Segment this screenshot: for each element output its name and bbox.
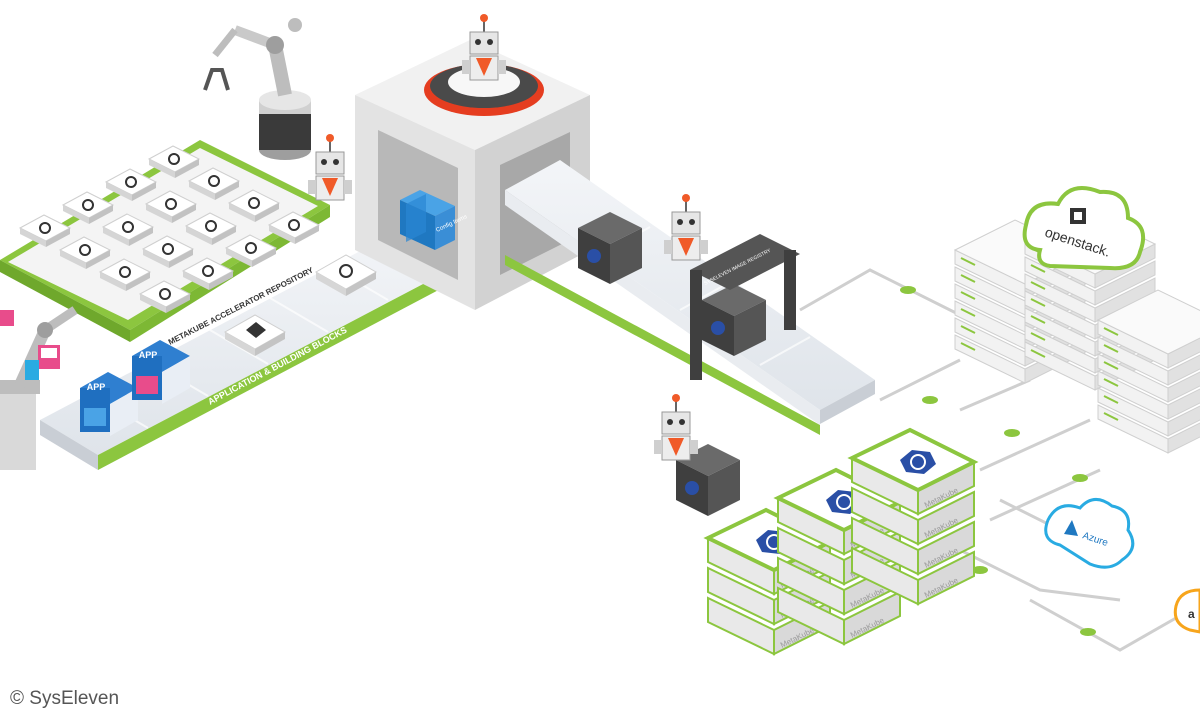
repository-tile	[141, 235, 195, 268]
tile-logo-icon	[168, 153, 180, 165]
aws-cloud-partial: a	[1173, 588, 1200, 634]
tile-logo-icon	[82, 199, 94, 211]
repository-tile	[267, 211, 321, 244]
network-nodes	[900, 286, 1096, 636]
robot	[654, 394, 698, 461]
repository-tile	[224, 234, 278, 267]
repository-tile	[138, 280, 192, 313]
tile-logo-icon	[162, 243, 174, 255]
left-robot-arm	[0, 306, 78, 470]
tile-logo-icon	[119, 266, 131, 278]
server-unit	[1097, 404, 1200, 454]
robots	[308, 14, 708, 461]
robot	[664, 194, 708, 261]
robot	[462, 14, 506, 81]
kube-box-pipeline-1	[578, 212, 642, 284]
metakube-slab: MetaKube	[851, 516, 975, 576]
config-items-box: Config Items	[400, 190, 468, 250]
repository-tile	[184, 212, 238, 245]
server-unit	[1097, 353, 1200, 403]
tile-logo-icon	[79, 244, 91, 256]
kubernetes-icon	[900, 450, 936, 474]
repository-tile	[147, 145, 201, 178]
repository-tiles	[18, 145, 321, 313]
repository-tile	[18, 214, 72, 247]
registry-gate: SYSELEVEN IMAGE REGISTRY	[690, 234, 800, 380]
server-unit	[1024, 273, 1156, 323]
belt-block-2	[314, 254, 378, 296]
repository-tile	[98, 258, 152, 291]
top-robot-arm	[203, 18, 311, 160]
azure-cloud: Azure	[1044, 498, 1135, 569]
tile-logo-icon	[125, 176, 137, 188]
server-unit	[1097, 387, 1200, 437]
metakube-slab: MetaKube	[851, 486, 975, 546]
repository-tile	[104, 168, 158, 201]
repository-tile	[187, 167, 241, 200]
repository-tile	[61, 191, 115, 224]
robot	[308, 134, 352, 201]
tile-logo-icon	[245, 242, 257, 254]
tile-logo-icon	[248, 197, 260, 209]
copyright-notice: © SysEleven	[10, 688, 120, 709]
repository-tile	[227, 189, 281, 222]
tile-logo-icon	[39, 222, 51, 234]
tile-logo-icon	[122, 221, 134, 233]
app-box-1-label: APP	[87, 382, 106, 392]
tile-logo-icon	[205, 220, 217, 232]
network-lines	[799, 268, 1191, 652]
tile-logo-icon	[159, 288, 171, 300]
server-unit	[1097, 370, 1200, 420]
tile-logo-icon	[288, 219, 300, 231]
server-tower	[1096, 289, 1200, 454]
app-box-2: APP	[132, 340, 190, 404]
tile-logo-icon	[202, 265, 214, 277]
repository-tile	[144, 190, 198, 223]
svg-text:a: a	[1188, 607, 1195, 621]
app-box-2-label: APP	[139, 350, 158, 360]
repository-tile	[58, 236, 112, 269]
tile-logo-icon	[165, 198, 177, 210]
repository-tile	[181, 257, 235, 290]
server-unit	[1024, 256, 1156, 306]
kube-box-pipeline-2	[702, 284, 766, 356]
repository-tile	[101, 213, 155, 246]
server-unit	[1097, 336, 1200, 386]
belt-block-1	[223, 314, 287, 356]
openstack-cloud: openstack.	[1022, 186, 1145, 271]
tile-logo-icon	[208, 175, 220, 187]
app-box-1: APP	[80, 372, 138, 436]
